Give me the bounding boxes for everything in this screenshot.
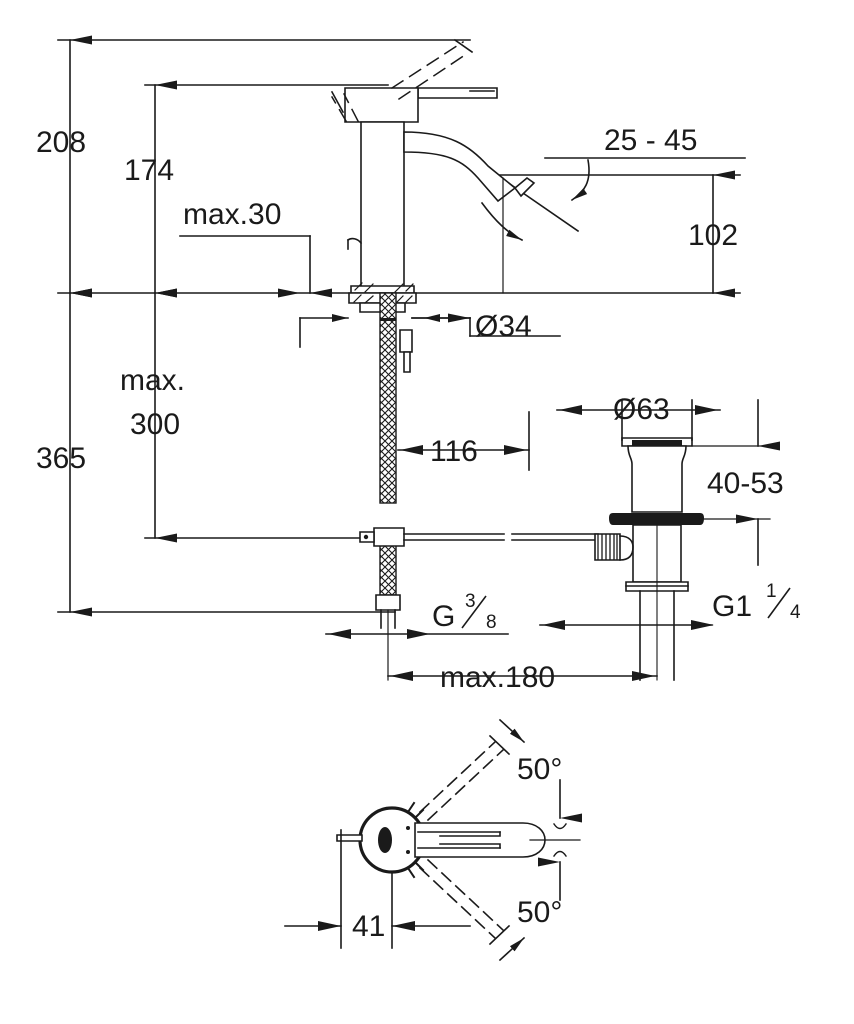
- label-max300-line1: max.: [120, 364, 185, 397]
- dimension-g38: [325, 629, 509, 639]
- spout-outlet-leader: [480, 201, 524, 242]
- label-g38: G 3 8: [432, 591, 497, 633]
- label-max300-line2: 300: [130, 408, 180, 441]
- label-116: 116: [430, 435, 478, 468]
- faucet-elevation: [330, 38, 536, 313]
- label-g38-g: G: [432, 600, 455, 633]
- label-g38-numerator: 3: [465, 591, 476, 612]
- label-g38-denominator: 8: [486, 612, 497, 633]
- dimension-d34-left-arrow: [278, 288, 349, 348]
- dimension-116: [397, 411, 530, 471]
- pop-up-linkage-rod: [403, 533, 599, 541]
- label-max180: max.180: [440, 661, 555, 694]
- dimension-25-45-leader: [505, 159, 590, 233]
- dimension-g114: [539, 620, 714, 630]
- dimension-max30: [179, 235, 332, 298]
- label-d63: Ø63: [613, 393, 670, 426]
- label-41: 41: [352, 910, 385, 943]
- label-174: 174: [124, 154, 174, 187]
- label-50deg-upper: 50°: [517, 753, 562, 786]
- label-208: 208: [36, 126, 86, 159]
- dimension-d34: [411, 313, 561, 337]
- label-g114-g: G1: [712, 590, 752, 623]
- dimension-max180: [387, 671, 658, 681]
- label-d34: Ø34: [475, 310, 532, 343]
- label-365: 365: [36, 442, 86, 475]
- handle-plan-view: [336, 734, 581, 946]
- label-max30: max.30: [183, 198, 281, 231]
- dimension-41: [284, 829, 471, 949]
- label-g114: G1 1 4: [712, 581, 801, 623]
- dimension-40-53: [691, 399, 780, 566]
- dimension-50deg-upper: [498, 718, 582, 830]
- label-40-53: 40-53: [707, 467, 784, 500]
- label-g114-denominator: 4: [790, 602, 801, 623]
- label-102: 102: [688, 219, 738, 252]
- label-50deg-lower: 50°: [517, 896, 562, 929]
- dimension-d63: [556, 399, 721, 441]
- label-g114-numerator: 1: [766, 581, 777, 602]
- pop-up-waste-assembly: [594, 437, 704, 681]
- dimension-50deg-lower: [498, 850, 567, 962]
- threaded-shank: [359, 292, 413, 681]
- label-25-45: 25 - 45: [604, 124, 697, 157]
